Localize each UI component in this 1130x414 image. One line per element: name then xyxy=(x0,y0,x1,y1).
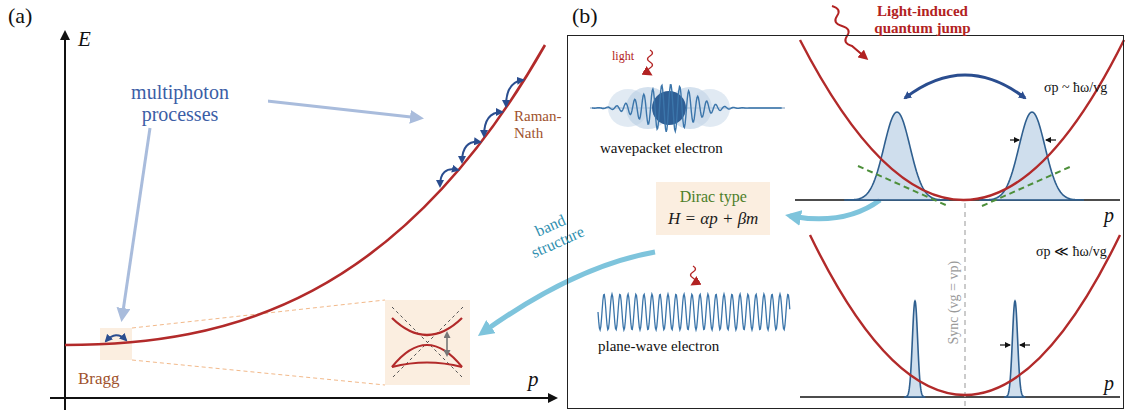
p-axis xyxy=(800,396,1120,398)
tangent-line xyxy=(982,166,1072,206)
upper-band xyxy=(392,318,462,335)
light-squiggle xyxy=(832,6,866,58)
wavepacket-wave xyxy=(592,85,782,132)
quantum-jump-arrow xyxy=(905,75,1025,98)
annotation: multiphoton processes xyxy=(92,80,268,126)
sync-label: Sync (vg = vp) xyxy=(946,261,961,345)
axis-label: p xyxy=(1104,204,1114,226)
node-formula: H = αp + βm xyxy=(668,209,758,229)
width-marker xyxy=(1000,344,1010,345)
photon-step xyxy=(462,142,480,162)
caption-label: wavepacket electron xyxy=(600,140,723,157)
lower-band xyxy=(392,363,462,368)
sync-line xyxy=(964,203,966,407)
axis-label: E xyxy=(78,28,91,51)
plane-wave xyxy=(598,294,790,330)
dirac-box: Dirac type H = αp + βm xyxy=(656,182,770,235)
inset-box xyxy=(385,300,470,385)
lower-parabola xyxy=(810,235,1120,395)
width-formula: σp ~ ħω/vg xyxy=(1044,80,1107,95)
energy-axis xyxy=(64,32,66,410)
photon-step xyxy=(506,80,523,106)
light-squiggle xyxy=(648,50,653,74)
asymptote xyxy=(392,307,463,378)
width-formula: σp ≪ ħω/vg xyxy=(1036,244,1107,259)
panel-label: (a) xyxy=(8,4,32,28)
arrow-label: band structure xyxy=(511,202,597,266)
width-marker xyxy=(1020,344,1030,345)
wavepacket-peak xyxy=(980,112,1084,200)
photon-step xyxy=(440,169,458,186)
pointer-arrow xyxy=(258,100,420,118)
photon-step xyxy=(484,112,502,136)
band-structure-arrow xyxy=(482,252,655,333)
wavepacket-peak xyxy=(845,112,949,200)
width-marker xyxy=(1010,139,1019,140)
upper-parabola xyxy=(800,40,1124,200)
gap-arrow xyxy=(446,333,448,355)
small-label: light xyxy=(612,50,634,63)
dirac-arrow xyxy=(790,200,880,219)
dispersion-curve xyxy=(65,45,545,345)
tangent-line xyxy=(858,166,948,206)
annotation: Light-induced quantum jump xyxy=(860,3,985,36)
bragg-transition xyxy=(106,335,126,341)
momentum-axis xyxy=(50,397,556,399)
width-marker xyxy=(1046,139,1056,140)
caption-label: plane-wave electron xyxy=(598,338,719,355)
node-heading: (b) xyxy=(572,3,598,28)
node-heading: Dirac type xyxy=(668,188,758,206)
pointer-arrow xyxy=(122,128,150,318)
light-squiggle xyxy=(691,266,696,284)
axis-label: p xyxy=(528,368,539,391)
lower-band xyxy=(392,345,462,367)
zoom-line xyxy=(132,360,385,385)
regime-label: Raman-Nath xyxy=(514,108,566,141)
axis-label: p xyxy=(1104,372,1114,394)
asymptote xyxy=(392,307,463,378)
regime-label: Bragg xyxy=(78,370,120,389)
